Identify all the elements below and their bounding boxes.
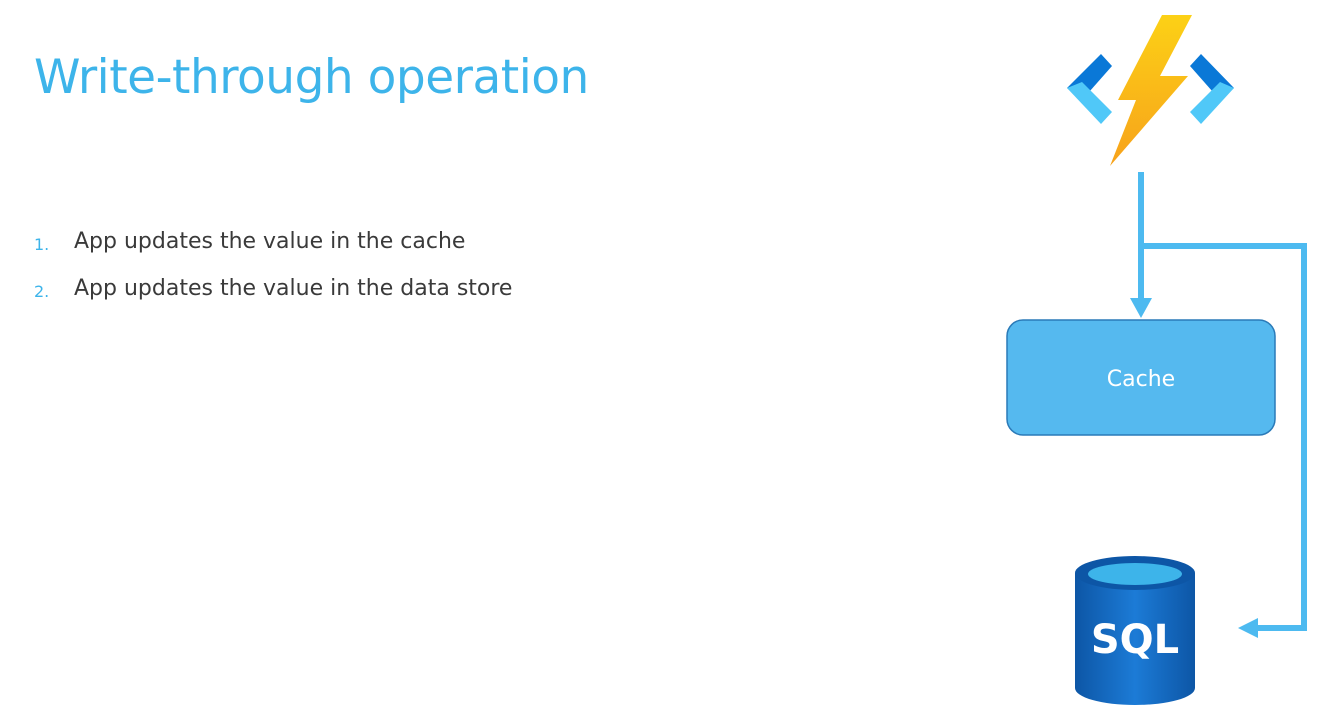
app-to-sql-line <box>1141 243 1307 631</box>
sql-label: SQL <box>1091 617 1179 663</box>
step-text: App updates the value in the data store <box>74 276 513 301</box>
step-number: 2. <box>34 282 50 301</box>
connector-arrows <box>1138 172 1307 631</box>
cache-box: Cache <box>1006 319 1276 436</box>
azure-functions-icon <box>1067 15 1234 166</box>
step-text: App updates the value in the cache <box>74 229 466 254</box>
slide-title: Write-through operation <box>34 50 589 105</box>
sql-database-icon: SQL <box>1075 556 1195 705</box>
step-number: 1. <box>34 235 50 254</box>
arrowhead-to-cache <box>1130 298 1152 318</box>
cache-label: Cache <box>1107 367 1175 392</box>
arrowhead-to-sql <box>1238 618 1258 638</box>
